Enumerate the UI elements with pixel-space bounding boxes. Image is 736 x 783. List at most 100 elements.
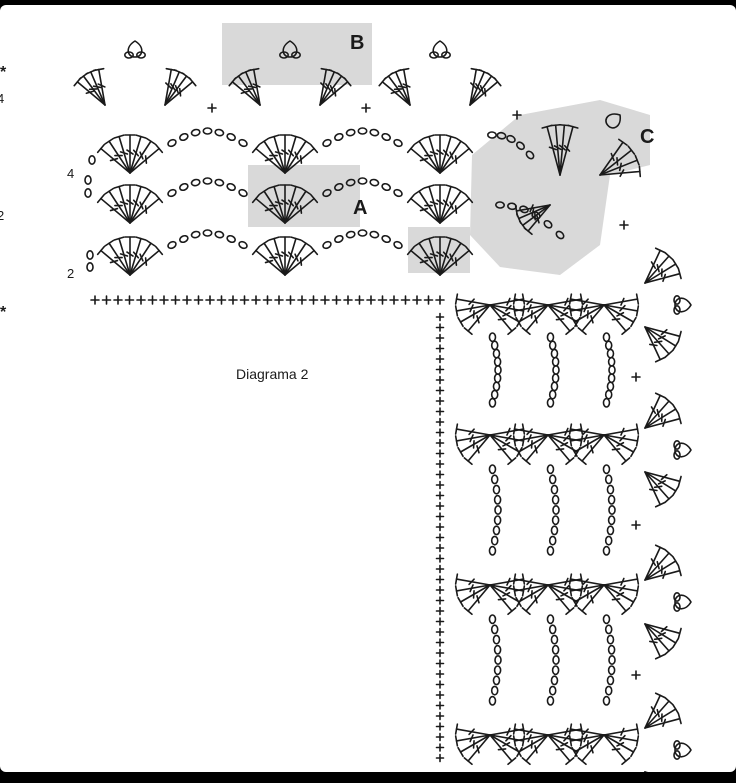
double-crochet-stitch xyxy=(459,734,491,753)
stitch-crossbar xyxy=(619,434,626,442)
single-crochet-mark xyxy=(435,753,445,763)
stitch-top-bar xyxy=(507,457,517,466)
stitch-crossbar xyxy=(506,427,511,436)
double-crochet-stitch xyxy=(513,734,549,742)
double-crochet-stitch xyxy=(273,237,286,276)
stitch-crossbar xyxy=(583,734,588,743)
stitch-top-bar xyxy=(621,757,631,766)
stitch-top-bar xyxy=(568,585,573,597)
stitch-crossbar xyxy=(564,297,569,306)
stitch-crossbar xyxy=(506,577,511,586)
chain-stitch xyxy=(551,644,560,655)
stitch-crossbar xyxy=(476,315,480,324)
single-crochet-mark xyxy=(435,417,445,427)
stitch-top-bar xyxy=(521,735,526,747)
single-crochet-mark xyxy=(435,596,445,605)
stitch-top-bar xyxy=(343,77,352,87)
chain-stitch xyxy=(673,601,681,612)
stitch-top-bar xyxy=(259,137,270,145)
stitch-top-bar xyxy=(565,757,575,766)
double-crochet-stitch xyxy=(644,552,670,581)
stitch-top-bar xyxy=(635,423,640,435)
stitch-top-bar xyxy=(251,143,260,154)
chain-stitch xyxy=(84,188,92,199)
single-crochet-mark xyxy=(435,396,445,406)
stitch-crossbar xyxy=(563,144,571,152)
stitch-symbols xyxy=(73,40,692,772)
double-crochet-stitch xyxy=(517,434,549,453)
marker-c: C xyxy=(640,126,654,148)
stitch-crossbar xyxy=(662,273,667,283)
chain-stitch xyxy=(493,644,502,655)
stitch-top-bar xyxy=(677,475,682,487)
stitch-top-bar xyxy=(512,573,517,585)
chain-stitch xyxy=(238,188,248,198)
stitch-crossbar xyxy=(419,157,429,162)
stitch-crossbar xyxy=(526,428,533,436)
double-crochet-stitch xyxy=(164,81,194,106)
double-crochet-stitch xyxy=(394,71,411,106)
stitch-crossbar xyxy=(264,207,274,212)
stitch-top-bar xyxy=(457,746,464,758)
double-crochet-stitch xyxy=(644,700,670,729)
chain-stitch xyxy=(494,654,502,665)
single-crochet-mark xyxy=(412,295,422,305)
stitch-crossbar xyxy=(132,149,140,157)
double-crochet-stitch xyxy=(428,185,441,224)
stitch-crossbar xyxy=(582,728,589,736)
stitch-top-bar xyxy=(672,485,680,496)
single-crochet-mark xyxy=(435,648,445,658)
chain-stitch xyxy=(519,205,529,214)
single-crochet-mark xyxy=(435,659,445,668)
stitch-crossbar xyxy=(299,205,303,214)
double-crochet-stitch xyxy=(467,304,491,332)
double-crochet-stitch xyxy=(129,190,152,224)
chain-stitch xyxy=(602,545,611,556)
single-crochet-mark xyxy=(435,354,445,364)
stitch-top-bar xyxy=(521,305,526,317)
single-crochet-mark xyxy=(170,295,181,305)
single-crochet-mark xyxy=(435,669,445,679)
row-number-4: 4 xyxy=(67,166,74,181)
chain-stitch xyxy=(602,332,611,343)
chain-stitch xyxy=(531,211,541,220)
double-crochet-stitch xyxy=(273,135,286,174)
stitch-top-bar xyxy=(567,124,579,129)
stitch-top-bar xyxy=(290,184,302,189)
stitch-top-bar xyxy=(398,67,410,72)
double-crochet-stitch xyxy=(644,326,670,355)
stitch-top-bar xyxy=(565,607,575,616)
stitch-crossbar xyxy=(468,298,475,306)
single-crochet-mark xyxy=(435,344,445,353)
stitch-crossbar xyxy=(476,745,480,754)
double-crochet-stitch xyxy=(603,304,635,323)
double-crochet-stitch xyxy=(164,75,188,106)
stitch-top-bar xyxy=(512,585,517,597)
chain-stitch xyxy=(673,449,681,460)
stitch-crossbar xyxy=(583,434,588,443)
chain-stitch xyxy=(345,178,356,187)
stitch-crossbar xyxy=(662,418,667,428)
double-crochet-stitch xyxy=(455,584,491,592)
chain-stitch xyxy=(606,348,615,359)
stitch-crossbar xyxy=(527,734,532,743)
chain-stitch xyxy=(88,155,96,166)
stitch-crossbar xyxy=(247,85,257,89)
stitch-top-bar xyxy=(521,573,526,585)
stitch-top-bar xyxy=(188,77,197,87)
stitch-crossbar xyxy=(126,251,134,257)
stitch-crossbar xyxy=(240,90,250,95)
stitch-crossbar xyxy=(650,261,657,269)
double-crochet-stitch xyxy=(603,584,627,612)
stitch-top-bar xyxy=(579,573,584,585)
chain-stitch xyxy=(488,695,497,706)
stitch-top-bar xyxy=(145,137,156,145)
row-number-4-cut: 4 xyxy=(0,91,4,106)
stitch-crossbar xyxy=(534,315,538,324)
chain-stitch xyxy=(546,695,555,706)
single-crochet-mark xyxy=(435,690,445,700)
picot xyxy=(127,40,143,58)
stitch-crossbar xyxy=(454,205,458,214)
double-crochet-stitch xyxy=(569,584,605,592)
double-crochet-stitch xyxy=(129,249,160,276)
